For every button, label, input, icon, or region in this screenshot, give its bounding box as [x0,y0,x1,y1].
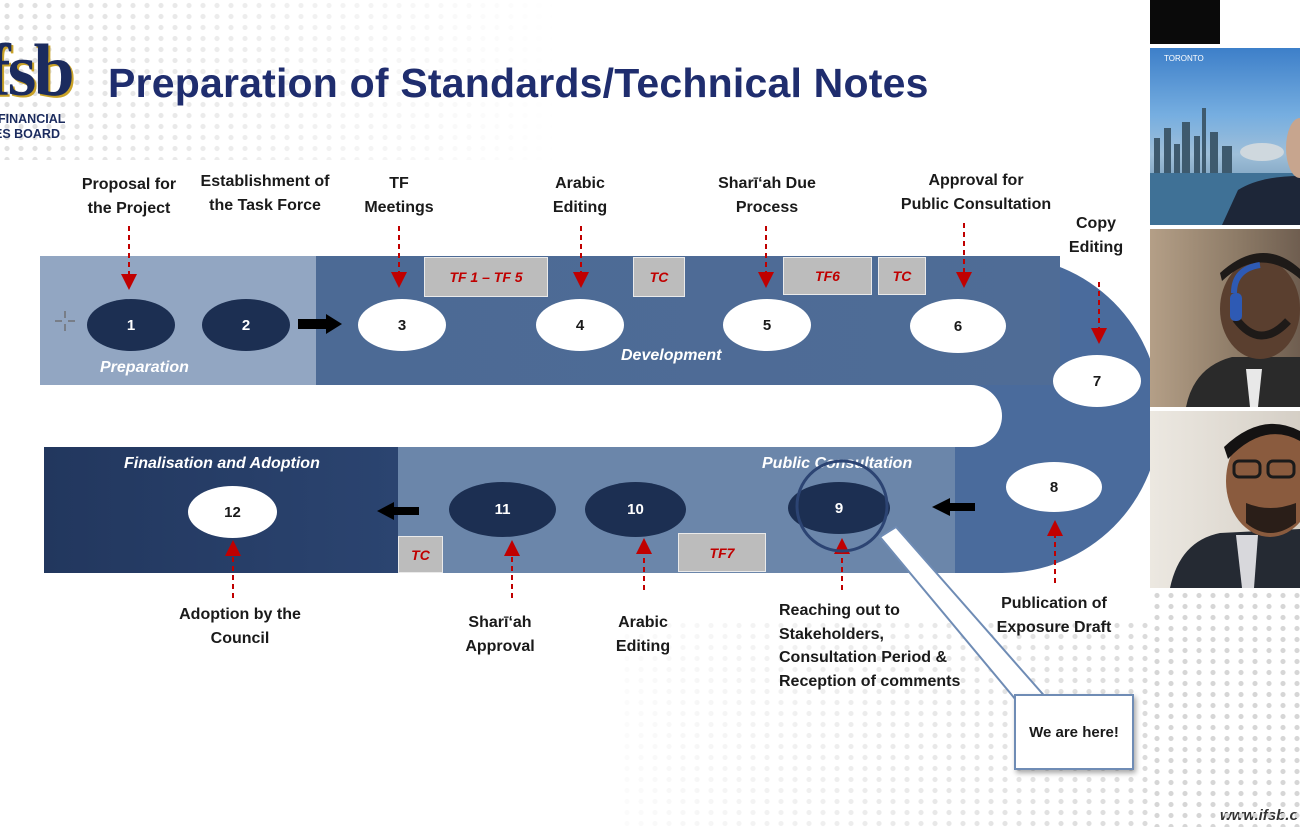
caption-proposal-line2: the Project [87,199,171,217]
caption-copy-line2: Editing [1068,238,1124,256]
caption-approval-line1: Approval for [928,172,1024,189]
caption-publication: Publication of Exposure Draft [984,592,1124,639]
caption-arabic-bottom-line2: Editing [615,637,671,655]
caption-reaching-out-line1: Reaching out to [779,602,900,619]
webcam-placeholder [1150,0,1220,44]
caption-publication-line2: Exposure Draft [996,618,1112,636]
tag-tf1-tf5: TF 1 – TF 5 [424,257,548,297]
caption-adoption-line2: Council [210,629,270,647]
caption-shariah-due-line2: Process [735,198,799,216]
move-cursor-icon [55,311,75,331]
arrow-to-development [298,314,342,334]
caption-reaching-out-line2: Stakeholders, [779,625,884,643]
caption-arabic-editing-bottom: Arabic Editing [600,611,686,658]
logo-caption: FINANCIAL ES BOARD [0,112,65,142]
logo-caption-line2: ES BOARD [0,127,60,141]
phase-label-development: Development [621,347,722,364]
step-10: 10 [585,482,686,537]
step-9: 9 [788,482,890,534]
caption-shariah-due-process: Sharī‘ah Due Process [706,172,828,219]
step-7: 7 [1053,355,1141,407]
step-6: 6 [910,299,1006,353]
caption-reaching-out-line3: Consultation Period & [779,649,947,666]
arrows-layer [121,223,1107,701]
phase-label-public-consultation: Public Consultation [762,455,913,472]
band-inner-curve [940,385,1002,447]
participant-3-video [1170,423,1300,588]
caption-reaching-out-line4: Reception of comments [779,672,961,690]
step-12: 12 [188,486,277,538]
caption-approval-public-consultation: Approval for Public Consultation [891,169,1061,216]
step-5: 5 [723,299,811,351]
caption-tf-meetings-line2: Meetings [364,198,434,216]
we-are-here-callout: We are here! [1014,694,1134,770]
caption-task-force: Establishment of the Task Force [195,170,335,217]
tag-tf6: TF6 [783,257,872,295]
caption-shariah-approval: Sharī‘ah Approval [452,611,548,658]
phase-label-preparation: Preparation [100,359,189,376]
caption-copy-line1: Copy [1076,215,1116,232]
webcam-tile-2[interactable] [1150,229,1300,407]
participant-1-video [1150,108,1300,225]
step-2: 2 [202,299,290,351]
step-4: 4 [536,299,624,351]
step-3: 3 [358,299,446,351]
webcam-tile-1[interactable]: TORONTO [1150,48,1300,225]
caption-task-force-line2: the Task Force [209,196,321,214]
current-step-highlight [795,459,889,553]
caption-publication-line1: Publication of [1001,595,1107,612]
caption-shariah-approval-line2: Approval [465,637,535,655]
website-url: www.ifsb.o [1220,807,1299,824]
step-1: 1 [87,299,175,351]
caption-proposal: Proposal for the Project [68,173,190,220]
caption-shariah-approval-line1: Sharī‘ah [468,614,532,631]
caption-reaching-out: Reaching out to Stakeholders, Consultati… [779,599,960,693]
presentation-slide: fsb FINANCIAL ES BOARD Preparation of St… [0,0,1150,827]
webcam-tile-3[interactable] [1150,411,1300,588]
caption-proposal-line1: Proposal for [81,176,177,193]
phase-label-finalisation: Finalisation and Adoption [124,455,320,472]
caption-adoption: Adoption by the Council [165,603,315,650]
dot-pattern-right [1150,590,1300,827]
caption-tf-meetings: TF Meetings [350,172,448,219]
arrow-to-step-9 [932,498,975,516]
caption-shariah-due-line1: Sharī‘ah Due [718,175,816,192]
caption-arabic-top-line1: Arabic [555,175,605,192]
caption-arabic-top-line2: Editing [552,198,608,216]
tag-tc-3: TC [398,536,443,573]
logo-caption-line1: FINANCIAL [0,112,66,126]
tag-tc-1: TC [633,257,685,297]
caption-copy-editing: Copy Editing [1060,212,1132,259]
caption-approval-line2: Public Consultation [900,195,1052,213]
webcam-background-label: TORONTO [1164,54,1204,63]
slide-title: Preparation of Standards/Technical Notes [108,60,929,106]
arrow-to-finalisation [377,502,419,520]
ifsb-logo: fsb [0,30,75,112]
caption-arabic-bottom-line1: Arabic [618,614,668,631]
step-11: 11 [449,482,556,537]
caption-adoption-line1: Adoption by the [179,606,301,623]
caption-tf-meetings-line1: TF [389,175,409,192]
caption-task-force-line1: Establishment of [200,173,330,190]
caption-arabic-editing-top: Arabic Editing [534,172,626,219]
step-8: 8 [1006,462,1102,512]
tag-tc-2: TC [878,257,926,295]
tag-tf7: TF7 [678,533,766,572]
participant-2-video [1186,252,1300,407]
